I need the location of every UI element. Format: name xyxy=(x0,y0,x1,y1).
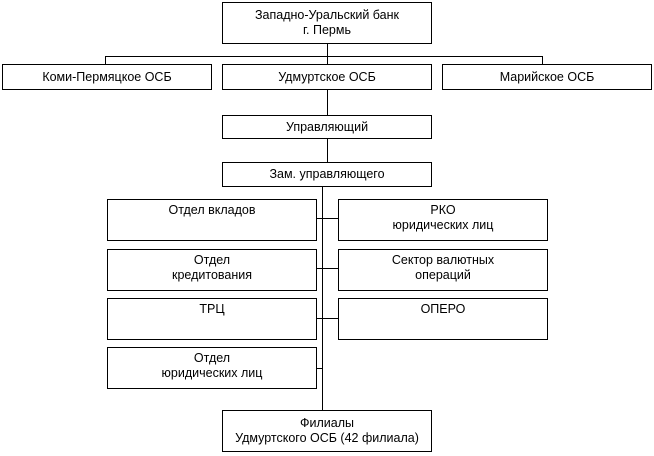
connector-bus-to-komi xyxy=(105,56,106,65)
branches-line1: Филиалы xyxy=(300,416,354,430)
komi-osb-node: Коми-Пермяцкое ОСБ xyxy=(2,64,212,90)
credit-dept-line2: кредитования xyxy=(171,268,253,282)
connector-udm-to-manager xyxy=(327,90,328,115)
credit-dept-line1: Отдел xyxy=(193,253,231,267)
bank-node-line1: Западно-Уральский банк xyxy=(255,8,399,22)
opero-label: ОПЕРО xyxy=(420,302,466,316)
fx-sector-line2: операций xyxy=(415,268,471,282)
connector-trc xyxy=(317,318,339,319)
udmurt-osb-node: Удмуртское ОСБ xyxy=(222,64,432,90)
trc-node: ТРЦ xyxy=(107,298,317,340)
fx-sector-line1: Сектор валютных xyxy=(391,253,495,267)
connector-bank-to-bus xyxy=(327,44,328,64)
deputy-manager-label: Зам. управляющего xyxy=(269,167,385,181)
rko-line2: юридических лиц xyxy=(392,218,494,232)
connector-osb-bus xyxy=(105,56,543,57)
udmurt-osb-label: Удмуртское ОСБ xyxy=(278,69,376,84)
legal-dept-line2: юридических лиц xyxy=(161,366,263,380)
bank-node: Западно-Уральский банк г. Пермь xyxy=(222,2,432,44)
rko-node: РКО юридических лиц xyxy=(338,199,548,241)
legal-dept-line1: Отдел xyxy=(193,351,231,365)
connector-legal xyxy=(317,368,323,369)
connector-bus-to-mari xyxy=(542,56,543,65)
rko-line1: РКО xyxy=(430,203,456,217)
branches-node: Филиалы Удмуртского ОСБ (42 филиала) xyxy=(222,410,432,452)
connector-credit xyxy=(317,268,339,269)
deposits-dept-node: Отдел вкладов xyxy=(107,199,317,241)
deputy-manager-node: Зам. управляющего xyxy=(222,162,432,187)
deposits-dept-label: Отдел вкладов xyxy=(168,203,256,217)
manager-label: Управляющий xyxy=(285,119,369,134)
legal-dept-node: Отдел юридических лиц xyxy=(107,347,317,389)
fx-sector-node: Сектор валютных операций xyxy=(338,249,548,291)
connector-trunk xyxy=(322,187,323,410)
branches-line2: Удмуртского ОСБ (42 филиала) xyxy=(235,431,419,445)
connector-manager-to-deputy xyxy=(327,139,328,162)
bank-node-line2: г. Пермь xyxy=(303,23,351,37)
komi-osb-label: Коми-Пермяцкое ОСБ xyxy=(42,69,172,84)
trc-label: ТРЦ xyxy=(199,302,225,316)
mari-osb-node: Марийское ОСБ xyxy=(442,64,652,90)
opero-node: ОПЕРО xyxy=(338,298,548,340)
manager-node: Управляющий xyxy=(222,115,432,139)
connector-deposits xyxy=(317,218,339,219)
mari-osb-label: Марийское ОСБ xyxy=(499,69,595,84)
credit-dept-node: Отдел кредитования xyxy=(107,249,317,291)
